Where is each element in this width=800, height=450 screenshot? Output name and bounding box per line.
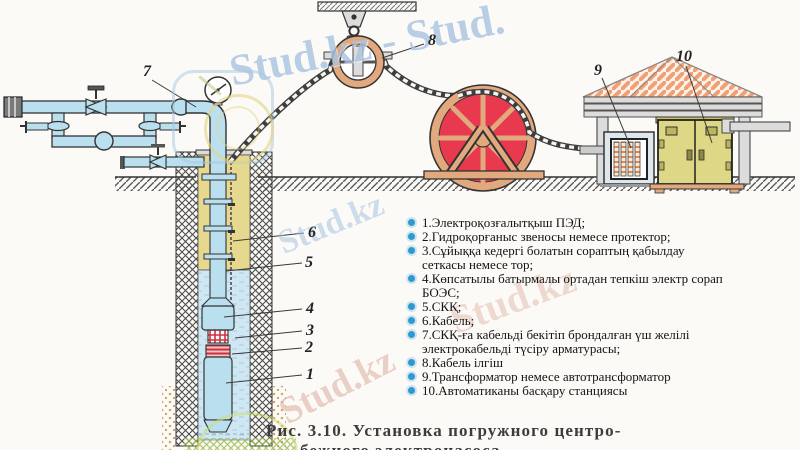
control-station bbox=[649, 116, 791, 194]
callout-1: 1 bbox=[306, 366, 314, 383]
legend-item-text: 1.Электроқозғалытқыш ПЭД; bbox=[422, 215, 586, 230]
cable-clamp bbox=[228, 230, 235, 233]
bullet-icon bbox=[408, 317, 415, 324]
figure-caption-line1: Рис. 3.10. Установка погружного центро- bbox=[266, 421, 622, 440]
cable-clamp bbox=[228, 203, 235, 206]
bullet-icon bbox=[408, 359, 415, 366]
transformer bbox=[579, 131, 658, 187]
legend-list: 1.Электроқозғалытқыш ПЭД; 2.Гидроқорғаны… bbox=[408, 216, 748, 398]
bullet-icon bbox=[408, 373, 415, 380]
legend-item-text: 9.Трансформатор немесе автотрансформатор bbox=[422, 369, 671, 384]
legend-item: 5.СКҚ; bbox=[408, 300, 748, 314]
legend-item-text: 5.СКҚ; bbox=[422, 299, 462, 314]
shed-roof bbox=[583, 57, 762, 97]
callout-5: 5 bbox=[305, 254, 313, 271]
legend-item-text: 3.Сұйыққа кедергі болатын сораптың қабыл… bbox=[422, 243, 685, 272]
legend-item-text: 4.Көпсатылы батырмалы ортадан тепкіш эле… bbox=[422, 271, 723, 300]
bullet-icon bbox=[408, 275, 415, 282]
downhole-pump-string bbox=[198, 157, 250, 441]
cable-hanger-pulley bbox=[317, 1, 417, 89]
bullet-icon bbox=[408, 387, 415, 394]
legend-item: 9.Трансформатор немесе автотрансформатор bbox=[408, 370, 748, 384]
callout-7: 7 bbox=[143, 63, 151, 80]
intake-screen bbox=[207, 329, 229, 344]
motor-section bbox=[203, 356, 233, 421]
stud-logo-watermark-bulb bbox=[204, 94, 274, 164]
loop-valve bbox=[94, 131, 114, 151]
stud-logo-watermark-frame bbox=[172, 70, 274, 164]
legend-item: 10.Автоматиканы басқару станциясы bbox=[408, 384, 748, 398]
bullet-icon bbox=[408, 303, 415, 310]
legend-item-text: 7.СКҚ-ға кабельді бекітіп брондалған үш … bbox=[422, 327, 690, 356]
callout-3: 3 bbox=[306, 322, 314, 339]
support-beam bbox=[317, 1, 417, 12]
callout-8: 8 bbox=[428, 32, 436, 49]
callout-10: 10 bbox=[676, 48, 692, 65]
bullet-icon bbox=[408, 247, 415, 254]
stud-logo-watermark-bulb-inner bbox=[216, 106, 260, 150]
pump-section bbox=[201, 305, 235, 331]
legend-item: 7.СКҚ-ға кабельді бекітіп брондалған үш … bbox=[408, 328, 748, 356]
callout-6: 6 bbox=[308, 224, 316, 241]
legend-item: 4.Көпсатылы батырмалы ортадан тепкіш эле… bbox=[408, 272, 748, 300]
bullet-icon bbox=[408, 331, 415, 338]
callout-2: 2 bbox=[305, 339, 313, 356]
legend-item: 3.Сұйыққа кедергі болатын сораптың қабыл… bbox=[408, 244, 748, 272]
callout-4: 4 bbox=[306, 300, 314, 317]
bullet-icon bbox=[408, 219, 415, 226]
cable-clamp bbox=[228, 258, 235, 261]
main-valve bbox=[84, 85, 108, 116]
legend-item: 2.Гидроқорғаныс звеносы немесе протектор… bbox=[408, 230, 748, 244]
legend-item-text: 2.Гидроқорғаныс звеносы немесе протектор… bbox=[422, 229, 671, 244]
cable-drum bbox=[423, 84, 605, 192]
legend-item-text: 10.Автоматиканы басқару станциясы bbox=[422, 383, 628, 398]
tubing bbox=[209, 179, 227, 299]
legend-item-text: 8.Кабель ілгіш bbox=[422, 355, 503, 370]
protector-section bbox=[205, 344, 231, 358]
equipment-shed bbox=[582, 56, 763, 185]
legend-item: 6.Кабель; bbox=[408, 314, 748, 328]
legend-item: 1.Электроқозғалытқыш ПЭД; bbox=[408, 216, 748, 230]
callout-9: 9 bbox=[594, 62, 602, 79]
figure-caption-line2: бежного электронасоса bbox=[300, 441, 501, 450]
pipe-nozzle bbox=[3, 96, 23, 118]
legend-item-text: 6.Кабель; bbox=[422, 313, 475, 328]
legend-item: 8.Кабель ілгіш bbox=[408, 356, 748, 370]
bullet-icon bbox=[408, 233, 415, 240]
